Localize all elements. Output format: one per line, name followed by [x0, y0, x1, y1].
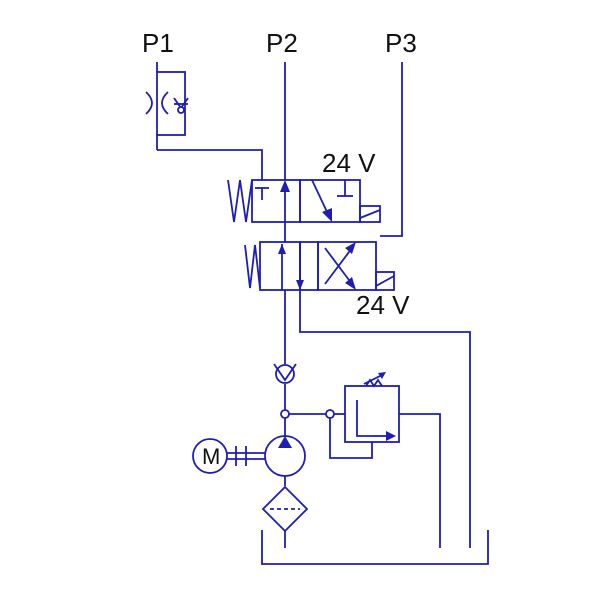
solenoid-valve-2-position-icon [227, 179, 381, 223]
check-valve-icon [273, 363, 297, 384]
lower-valve-voltage: 24 V [356, 290, 410, 320]
p1-line [156, 62, 263, 180]
motor-icon: M [192, 438, 228, 474]
port-label-p3: P3 [385, 28, 417, 58]
tank-icon [261, 530, 489, 565]
junction-node [280, 409, 290, 419]
junction-node [325, 409, 335, 419]
filter-icon [261, 485, 309, 548]
motor-label: M [202, 444, 220, 469]
coupling-icon [227, 446, 265, 466]
pump-icon [264, 435, 306, 486]
port-label-p2: P2 [266, 28, 298, 58]
throttle-check-valve-icon [145, 71, 189, 136]
solenoid-valve-4-way-icon [244, 241, 395, 291]
pressure-relief-valve-icon [329, 372, 441, 548]
p3-line [380, 62, 403, 237]
upper-valve-voltage: 24 V [322, 148, 376, 178]
return-line [299, 290, 471, 548]
port-label-p1: P1 [142, 28, 174, 58]
